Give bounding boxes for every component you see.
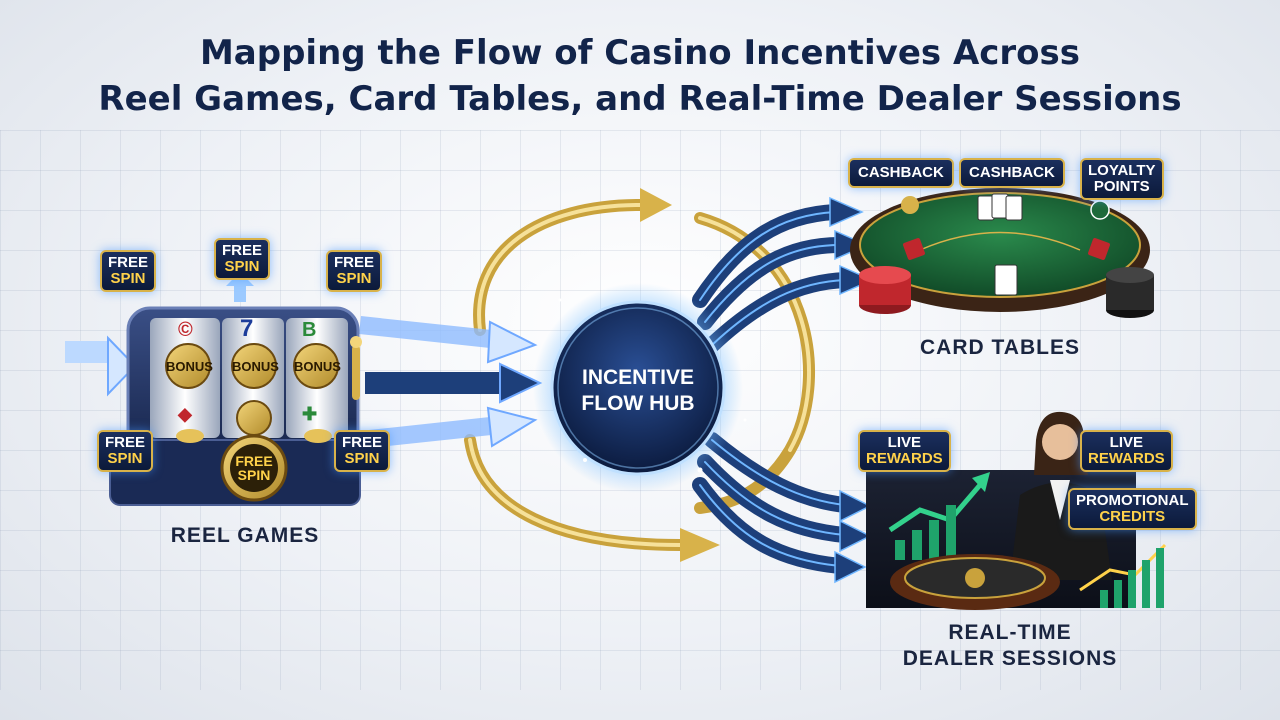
slot-bonus-2: BONUS [232, 359, 279, 374]
loyalty-line2: POINTS [1093, 178, 1150, 195]
svg-text:◆: ◆ [177, 404, 193, 424]
title-line-2: Reel Games, Card Tables, and Real-Time D… [98, 79, 1182, 119]
slot-coin-free: FREE [235, 453, 273, 469]
free-spin-badge-3-line2: SPIN [336, 270, 372, 287]
slot-bonus-3: BONUS [294, 359, 341, 374]
svg-text:✚: ✚ [302, 404, 317, 424]
dealer-sessions-label: REAL-TIME DEALER SESSIONS [870, 620, 1150, 672]
free-spin-badge-1: FREE SPIN [100, 250, 157, 292]
slot-coin-spin: SPIN [237, 467, 271, 483]
slot-machine: © 7 B ◆ ✚ [109, 272, 362, 506]
free-spin-badge-5-line1: FREE [342, 434, 383, 451]
svg-text:B: B [302, 319, 316, 341]
free-spin-badge-2-line2: SPIN [224, 258, 260, 275]
card-table-arrows [692, 204, 853, 353]
hub-label: INCENTIVE FLOW HUB [548, 365, 728, 417]
free-spin-badge-3-line1: FREE [334, 254, 375, 271]
cashback-badge-1: CASHBACK [848, 158, 954, 188]
dealer-arrows [692, 432, 853, 574]
promotional-credits-badge: PROMOTIONAL CREDITS [1068, 488, 1197, 530]
page-title: Mapping the Flow of Casino Incentives Ac… [0, 30, 1280, 122]
loyalty-line1: LOYALTY [1088, 162, 1156, 179]
reel-games-label: REEL GAMES [170, 524, 320, 547]
loyalty-points-badge: LOYALTY POINTS [1080, 158, 1164, 200]
live-rewards-1-line2: REWARDS [866, 450, 943, 467]
dealer-arrowheads [834, 489, 872, 584]
live-rewards-2-line1: LIVE [1109, 434, 1143, 451]
live-rewards-badge-1: LIVE REWARDS [858, 430, 951, 472]
free-spin-badge-5: FREE SPIN [334, 430, 391, 472]
live-rewards-badge-2: LIVE REWARDS [1080, 430, 1173, 472]
incentive-hub [533, 283, 743, 493]
sparkles [558, 298, 747, 473]
slot-bonus-1: BONUS [166, 359, 213, 374]
free-spin-badge-4-line1: FREE [105, 434, 146, 451]
free-spin-badge-4-line2: SPIN [107, 450, 143, 467]
live-rewards-2-line2: REWARDS [1088, 450, 1165, 467]
hub-line-2: FLOW HUB [581, 392, 695, 415]
free-spin-badge-1-line2: SPIN [110, 270, 146, 287]
dealer-label-line1: REAL-TIME [948, 621, 1072, 644]
live-rewards-1-line1: LIVE [887, 434, 921, 451]
hub-line-1: INCENTIVE [581, 366, 694, 389]
slot-coin-text: FREE SPIN [228, 454, 280, 482]
promo-line2: CREDITS [1099, 508, 1166, 525]
free-spin-badge-2: FREE SPIN [214, 238, 271, 280]
card-tables-label: CARD TABLES [920, 336, 1080, 359]
promo-line1: PROMOTIONAL [1076, 492, 1189, 509]
card-table [850, 188, 1154, 318]
free-spin-badge-1-line1: FREE [108, 254, 149, 271]
free-spin-badge-4: FREE SPIN [97, 430, 154, 472]
dealer-label-line2: DEALER SESSIONS [902, 647, 1118, 670]
free-spin-badge-5-line2: SPIN [344, 450, 380, 467]
svg-text:©: © [178, 319, 193, 341]
title-line-1: Mapping the Flow of Casino Incentives Ac… [199, 33, 1081, 73]
free-spin-badge-2-line1: FREE [222, 242, 263, 259]
cashback-badge-2: CASHBACK [959, 158, 1065, 188]
svg-text:7: 7 [240, 315, 253, 342]
free-spin-badge-3: FREE SPIN [326, 250, 383, 292]
